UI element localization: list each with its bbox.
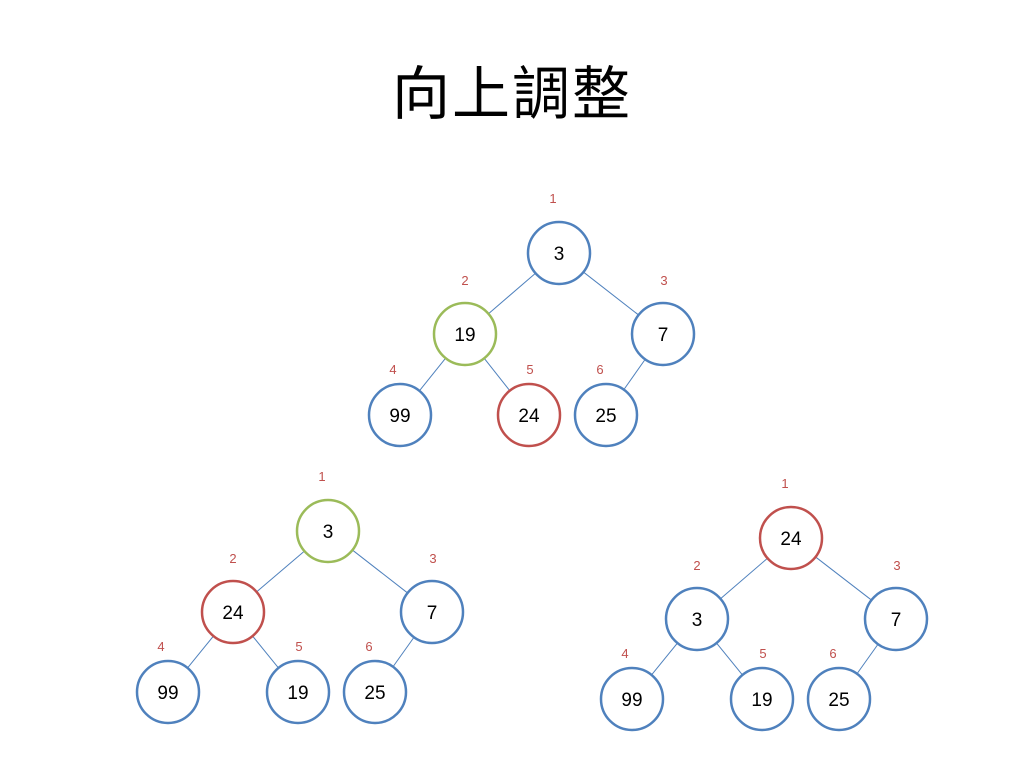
heap-node: 25 6 (342, 639, 408, 725)
node-circle (729, 666, 795, 732)
tree-edge (252, 635, 279, 669)
tree-edge (256, 550, 305, 593)
node-value: 19 (454, 325, 475, 346)
node-index-label: 5 (759, 646, 766, 661)
node-value: 3 (323, 522, 334, 543)
node-circle (806, 666, 872, 732)
heap-node: 24 2 (200, 551, 266, 645)
heap-node: 99 4 (135, 639, 201, 725)
node-index-label: 6 (365, 639, 372, 654)
node-index-label: 3 (893, 558, 900, 573)
node-index-label: 3 (660, 273, 667, 288)
node-index-label: 3 (429, 551, 436, 566)
node-index-label: 4 (621, 646, 628, 661)
node-circle (573, 382, 639, 448)
node-circle (295, 498, 361, 564)
tree-edge (392, 636, 415, 668)
heap-node: 31 (295, 469, 361, 564)
node-circle (367, 382, 433, 448)
heap-node: 73 (863, 558, 929, 652)
node-index-label: 1 (781, 476, 788, 491)
tree-edge (815, 556, 872, 601)
tree-edge (483, 358, 511, 391)
node-index-label: 4 (157, 639, 164, 654)
node-value: 24 (518, 406, 540, 427)
tree-edge (623, 359, 646, 390)
node-value: 19 (287, 683, 308, 704)
node-circle (599, 666, 665, 732)
heap-node: 25 6 (573, 362, 639, 448)
heap-node: 19 5 (729, 646, 795, 732)
heap-node: 19 5 (265, 639, 331, 725)
tree-edge (720, 557, 768, 600)
node-value: 99 (621, 690, 642, 711)
node-value: 25 (364, 683, 385, 704)
node-circle (432, 301, 498, 367)
node-index-label: 4 (389, 362, 396, 377)
node-index-label: 6 (596, 362, 603, 377)
heap-node: 73 (630, 273, 696, 367)
node-value: 7 (427, 603, 438, 624)
node-value: 7 (891, 610, 902, 631)
node-circle (863, 586, 929, 652)
tree-edge (716, 642, 743, 676)
node-index-label: 1 (318, 469, 325, 484)
node-value: 24 (222, 603, 244, 624)
node-value: 24 (780, 529, 802, 550)
node-circle (630, 301, 696, 367)
heap-node: 31 (526, 191, 592, 286)
node-value: 99 (389, 406, 410, 427)
node-circle (758, 505, 824, 571)
node-index-label: 2 (693, 558, 700, 573)
tree-edge (352, 549, 408, 594)
node-value: 7 (658, 325, 669, 346)
heap-node: 32 (664, 558, 730, 652)
node-index-label: 5 (295, 639, 302, 654)
node-circle (342, 659, 408, 725)
heap-node: 73 (399, 551, 465, 645)
node-value: 19 (751, 690, 772, 711)
heap-node: 24 5 (496, 362, 562, 448)
node-value: 3 (692, 610, 703, 631)
node-value: 99 (157, 683, 178, 704)
node-index-label: 6 (829, 646, 836, 661)
node-value: 25 (828, 690, 849, 711)
tree-edge (651, 642, 678, 676)
heap-node: 19 2 (432, 273, 498, 367)
node-circle (496, 382, 562, 448)
node-index-label: 2 (461, 273, 468, 288)
heap-node: 24 1 (758, 476, 824, 571)
node-index-label: 5 (526, 362, 533, 377)
node-index-label: 2 (229, 551, 236, 566)
tree-edge (419, 357, 446, 392)
node-value: 3 (554, 244, 565, 265)
tree-edge (488, 272, 536, 315)
node-circle (200, 579, 266, 645)
heap-node: 99 4 (367, 362, 433, 448)
tree-edge (583, 271, 639, 316)
tree-edge (187, 635, 214, 669)
node-circle (399, 579, 465, 645)
node-circle (526, 220, 592, 286)
tree-edge (856, 643, 879, 675)
node-index-label: 1 (549, 191, 556, 206)
node-value: 25 (595, 406, 616, 427)
node-circle (664, 586, 730, 652)
heap-node: 99 4 (599, 646, 665, 732)
node-circle (265, 659, 331, 725)
slide-title: 向上調整 (391, 60, 632, 128)
heap-node: 25 6 (806, 646, 872, 732)
node-circle (135, 659, 201, 725)
